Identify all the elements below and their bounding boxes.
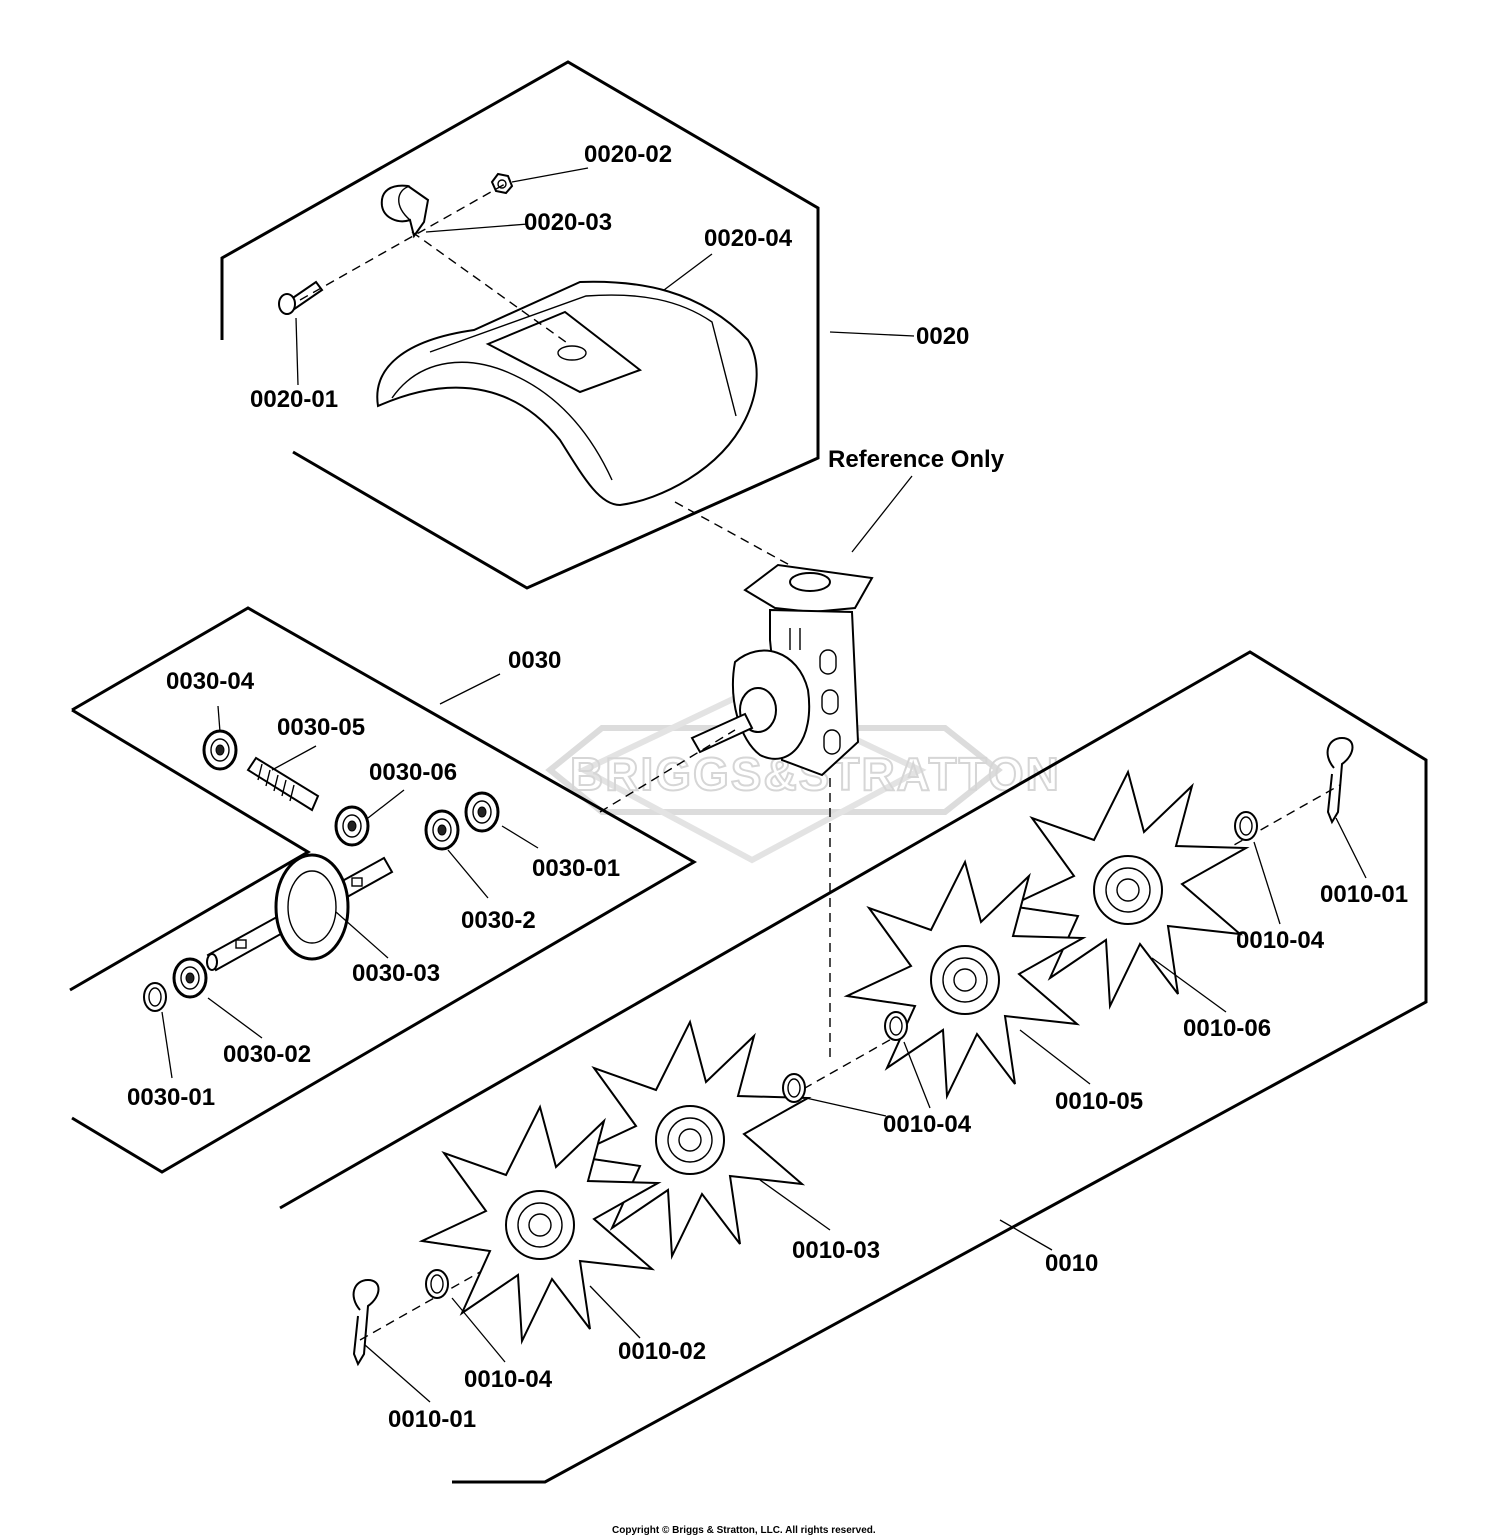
- label-0020-03: 0020-03: [524, 209, 612, 236]
- bearing-0030-2: [424, 809, 460, 851]
- label-reference-only: Reference Only: [828, 446, 1005, 473]
- label-0010-03: 0010-03: [792, 1237, 880, 1264]
- label-0010-05: 0010-05: [1055, 1088, 1143, 1115]
- label-0010-02: 0010-02: [618, 1338, 706, 1365]
- label-0010-01-right: 0010-01: [1320, 881, 1408, 908]
- bearing-0030-02: [172, 957, 208, 999]
- hairpin-0010-01-right: [1326, 737, 1354, 823]
- label-0030-03: 0030-03: [352, 960, 440, 987]
- bearing-0030-06: [334, 805, 370, 847]
- bearing-0030-01-upper: [464, 791, 500, 833]
- label-0010-04-left: 0010-04: [464, 1366, 553, 1393]
- callout-labels: 0020-02 0020-03 0020-04 0020 0020-01 Ref…: [127, 141, 1408, 1433]
- gearbox-reference: [690, 563, 874, 777]
- label-0030-05: 0030-05: [277, 714, 365, 741]
- label-0020-04: 0020-04: [704, 225, 793, 252]
- group-0010-frame: [279, 650, 1428, 1484]
- copyright-notice: Copyright © Briggs & Stratton, LLC. All …: [612, 1525, 876, 1536]
- label-0030-04: 0030-04: [166, 668, 255, 695]
- group-0020-frame: [220, 60, 820, 590]
- worm-0030-05: [246, 756, 320, 812]
- label-0030-01-lower: 0030-01: [127, 1084, 215, 1111]
- washer-0010-04-left: [425, 1269, 449, 1299]
- label-0030-01-upper: 0030-01: [532, 855, 620, 882]
- label-0010-06: 0010-06: [1183, 1015, 1271, 1042]
- washer-0010-04-middle-right: [884, 1011, 908, 1041]
- label-0010-04-right: 0010-04: [1236, 927, 1325, 954]
- label-0030-06: 0030-06: [369, 759, 457, 786]
- washer-0010-04-middle-left: [782, 1073, 806, 1103]
- group-0030-frame: [69, 606, 698, 1174]
- label-0030-2: 0030-2: [461, 907, 536, 934]
- washer-0010-04-right: [1234, 811, 1258, 841]
- washer-0030-01-lower: [143, 982, 167, 1012]
- clamp-0020-03: [380, 184, 430, 239]
- shaft-gear-0030-03: [206, 853, 394, 972]
- cover-part: [376, 280, 758, 507]
- label-0010-01-left: 0010-01: [388, 1406, 476, 1433]
- label-0030-02: 0030-02: [223, 1041, 311, 1068]
- nut-0020-02: [490, 172, 514, 195]
- tine-0010-03: [571, 1021, 809, 1257]
- screw-0020-01: [278, 280, 324, 315]
- bearing-0030-04: [202, 729, 238, 771]
- label-0030: 0030: [508, 647, 561, 674]
- label-0020-01: 0020-01: [250, 386, 338, 413]
- label-0020-02: 0020-02: [584, 141, 672, 168]
- tine-0010-06: [1009, 771, 1247, 1007]
- hairpin-0010-01-left: [352, 1279, 380, 1365]
- label-0010: 0010: [1045, 1250, 1098, 1277]
- label-0010-04-middle: 0010-04: [883, 1111, 972, 1138]
- label-0020: 0020: [916, 323, 969, 350]
